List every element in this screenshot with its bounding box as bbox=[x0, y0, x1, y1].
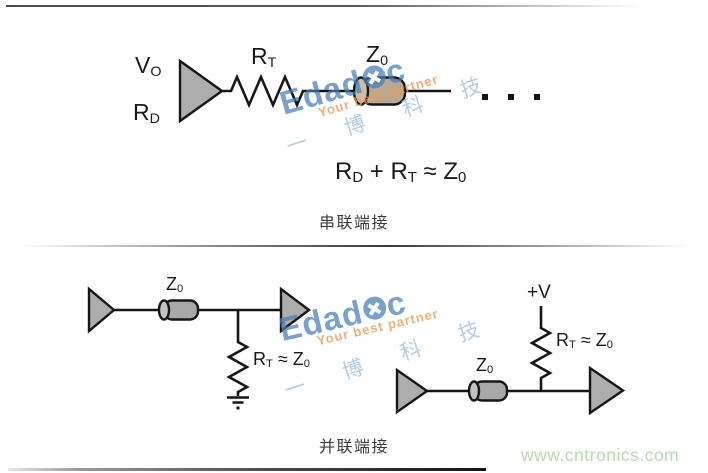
bottom-divider-line bbox=[8, 468, 486, 471]
series-resistor-icon bbox=[222, 73, 312, 109]
vo-label: VO bbox=[135, 52, 162, 81]
transmission-line-icon bbox=[467, 380, 509, 402]
driver-buffer-icon bbox=[87, 286, 116, 334]
z0-label-vcc-circuit: Z0 bbox=[476, 355, 494, 377]
receiver-buffer-icon bbox=[279, 286, 311, 334]
receiver-buffer-icon bbox=[588, 365, 626, 416]
parallel-termination-vcc-circuit bbox=[395, 306, 626, 416]
rt-label: RT bbox=[251, 43, 277, 72]
transmission-line-icon bbox=[157, 299, 200, 321]
rt-formula-gnd-circuit: RT ≈ Z0 bbox=[253, 349, 310, 371]
rt-formula-vcc-circuit: RT ≈ Z0 bbox=[556, 330, 613, 352]
parallel-caption: 并联端接 bbox=[319, 439, 390, 456]
series-formula: RD + RT ≈ Z0 bbox=[335, 158, 467, 187]
site-url: www.cntronics.com bbox=[521, 445, 680, 465]
driver-buffer-icon bbox=[178, 58, 225, 124]
termination-resistor-icon bbox=[226, 339, 250, 396]
driver-buffer-icon bbox=[395, 367, 430, 415]
z0-label: Z0 bbox=[366, 41, 388, 70]
pullup-resistor-icon bbox=[529, 325, 553, 391]
section-divider-line bbox=[18, 245, 690, 247]
rd-label: RD bbox=[133, 99, 160, 128]
ground-icon bbox=[227, 396, 249, 410]
continuation-dots-icon bbox=[482, 94, 540, 100]
supply-voltage-label: +V bbox=[527, 282, 551, 303]
top-divider-line bbox=[6, 5, 640, 7]
z0-label-gnd-circuit: Z0 bbox=[166, 274, 184, 296]
series-caption: 串联端接 bbox=[319, 215, 390, 232]
parallel-termination-gnd-circuit bbox=[87, 286, 311, 410]
